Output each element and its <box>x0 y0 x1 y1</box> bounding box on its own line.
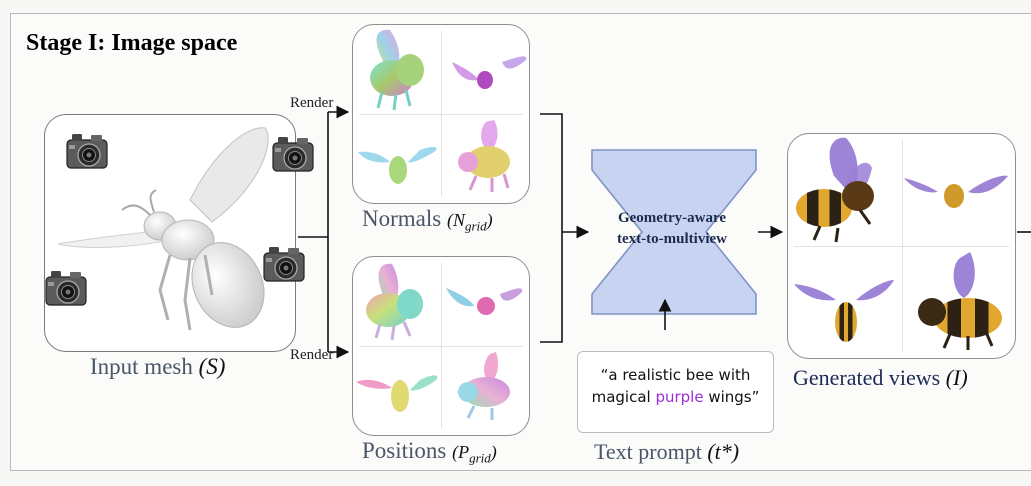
caption-symbol: (Ngrid) <box>446 210 493 234</box>
caption-symbol: (t*) <box>707 439 740 464</box>
caption-symbol: (S) <box>198 354 226 379</box>
camera-icon <box>272 136 314 172</box>
text-prompt-caption: Text prompt (t*) <box>594 439 739 465</box>
render-label-bottom: Render <box>290 347 334 363</box>
prompt-line2: magical purple wings” <box>578 386 773 408</box>
caption-text: Text prompt <box>594 439 702 464</box>
normal-map-bee-icon <box>358 29 527 192</box>
prompt-highlight: purple <box>655 388 704 406</box>
prompt-text: magical <box>591 388 656 406</box>
camera-icon <box>263 246 305 282</box>
normals-caption: Normals (Ngrid) <box>362 206 493 235</box>
bee-mesh-icon <box>57 127 269 331</box>
stage-title: Stage I: Image space <box>26 30 238 56</box>
caption-text: Positions <box>362 438 447 463</box>
model-label: Geometry-aware text-to-multiview <box>591 208 753 250</box>
generated-views-caption: Generated views (I) <box>793 365 968 391</box>
model-label-line1: Geometry-aware <box>617 210 726 226</box>
render-label-top: Render <box>290 95 334 111</box>
caption-text: Normals <box>362 206 442 231</box>
unet-shape <box>591 149 757 315</box>
caption-text: Input mesh <box>90 354 193 379</box>
caption-symbol: (I) <box>945 365 968 390</box>
prompt-text-end: wings” <box>703 388 760 406</box>
input-mesh-caption: Input mesh (S) <box>90 354 225 380</box>
textured-bee-icon <box>794 137 1008 350</box>
positions-caption: Positions (Pgrid) <box>362 438 497 467</box>
merge-arrows <box>540 113 590 343</box>
prompt-line1: “a realistic bee with <box>600 366 751 384</box>
text-prompt-box: “a realistic bee with magical purple win… <box>577 351 774 433</box>
caption-symbol: (Pgrid) <box>452 442 497 466</box>
position-map-bee-icon <box>356 263 523 420</box>
model-label-line2: text-to-multiview <box>617 231 727 247</box>
render-arrows <box>298 105 350 359</box>
camera-icon <box>45 270 87 306</box>
camera-icon <box>66 133 108 169</box>
caption-text: Generated views <box>793 365 941 390</box>
